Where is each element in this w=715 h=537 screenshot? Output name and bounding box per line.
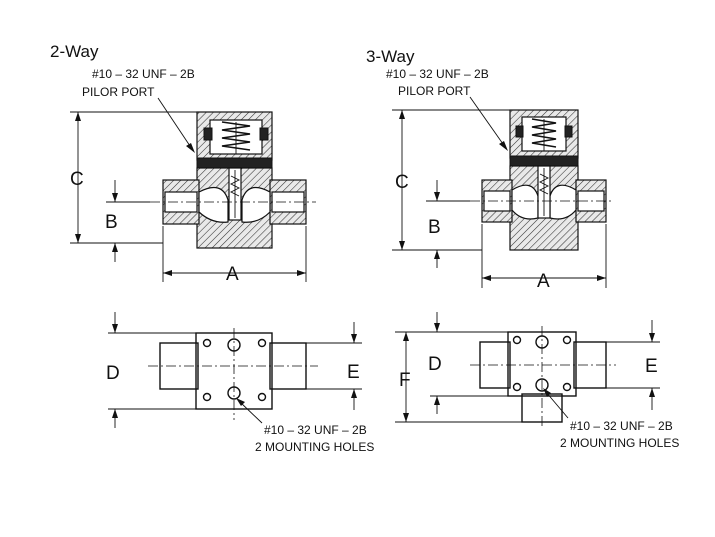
two-way-pilot-thread: #10 – 32 UNF – 2B xyxy=(92,67,195,81)
three-way-pilot-label: PILOR PORT xyxy=(398,84,471,98)
two-way-dim-e: E xyxy=(347,362,360,383)
three-way-mount-thread: #10 – 32 UNF – 2B xyxy=(570,419,673,433)
three-way-section-view: 3-Way #10 – 32 UNF – 2B PILOR PORT C xyxy=(366,47,614,292)
two-way-mount-label: 2 MOUNTING HOLES xyxy=(255,440,374,454)
two-way-dim-b: B xyxy=(105,212,118,233)
three-way-dim-d: D xyxy=(428,354,442,375)
three-way-dim-f: F xyxy=(399,370,411,391)
three-way-dim-b: B xyxy=(428,217,441,238)
three-way-pilot-thread: #10 – 32 UNF – 2B xyxy=(386,67,489,81)
two-way-dim-a: A xyxy=(226,264,239,285)
three-way-dim-c: C xyxy=(395,172,409,193)
two-way-top-view: D E #10 – 32 UNF – 2B 2 MOUNTING HOLES xyxy=(106,312,374,454)
two-way-title: 2-Way xyxy=(50,42,99,61)
three-way-dim-a: A xyxy=(537,271,550,292)
two-way-section-view: 2-Way #10 – 32 UNF – 2B PILOR PORT xyxy=(50,42,316,285)
three-way-dim-e: E xyxy=(645,356,658,377)
two-way-dim-c: C xyxy=(70,169,84,190)
two-way-dim-d: D xyxy=(106,363,120,384)
two-way-pilot-label: PILOR PORT xyxy=(82,85,155,99)
three-way-title: 3-Way xyxy=(366,47,415,66)
two-way-mount-thread: #10 – 32 UNF – 2B xyxy=(264,423,367,437)
three-way-top-view: F D E #10 – 32 UNF – 2B 2 MOUNTING HOLES xyxy=(395,312,679,450)
three-way-mount-label: 2 MOUNTING HOLES xyxy=(560,436,679,450)
